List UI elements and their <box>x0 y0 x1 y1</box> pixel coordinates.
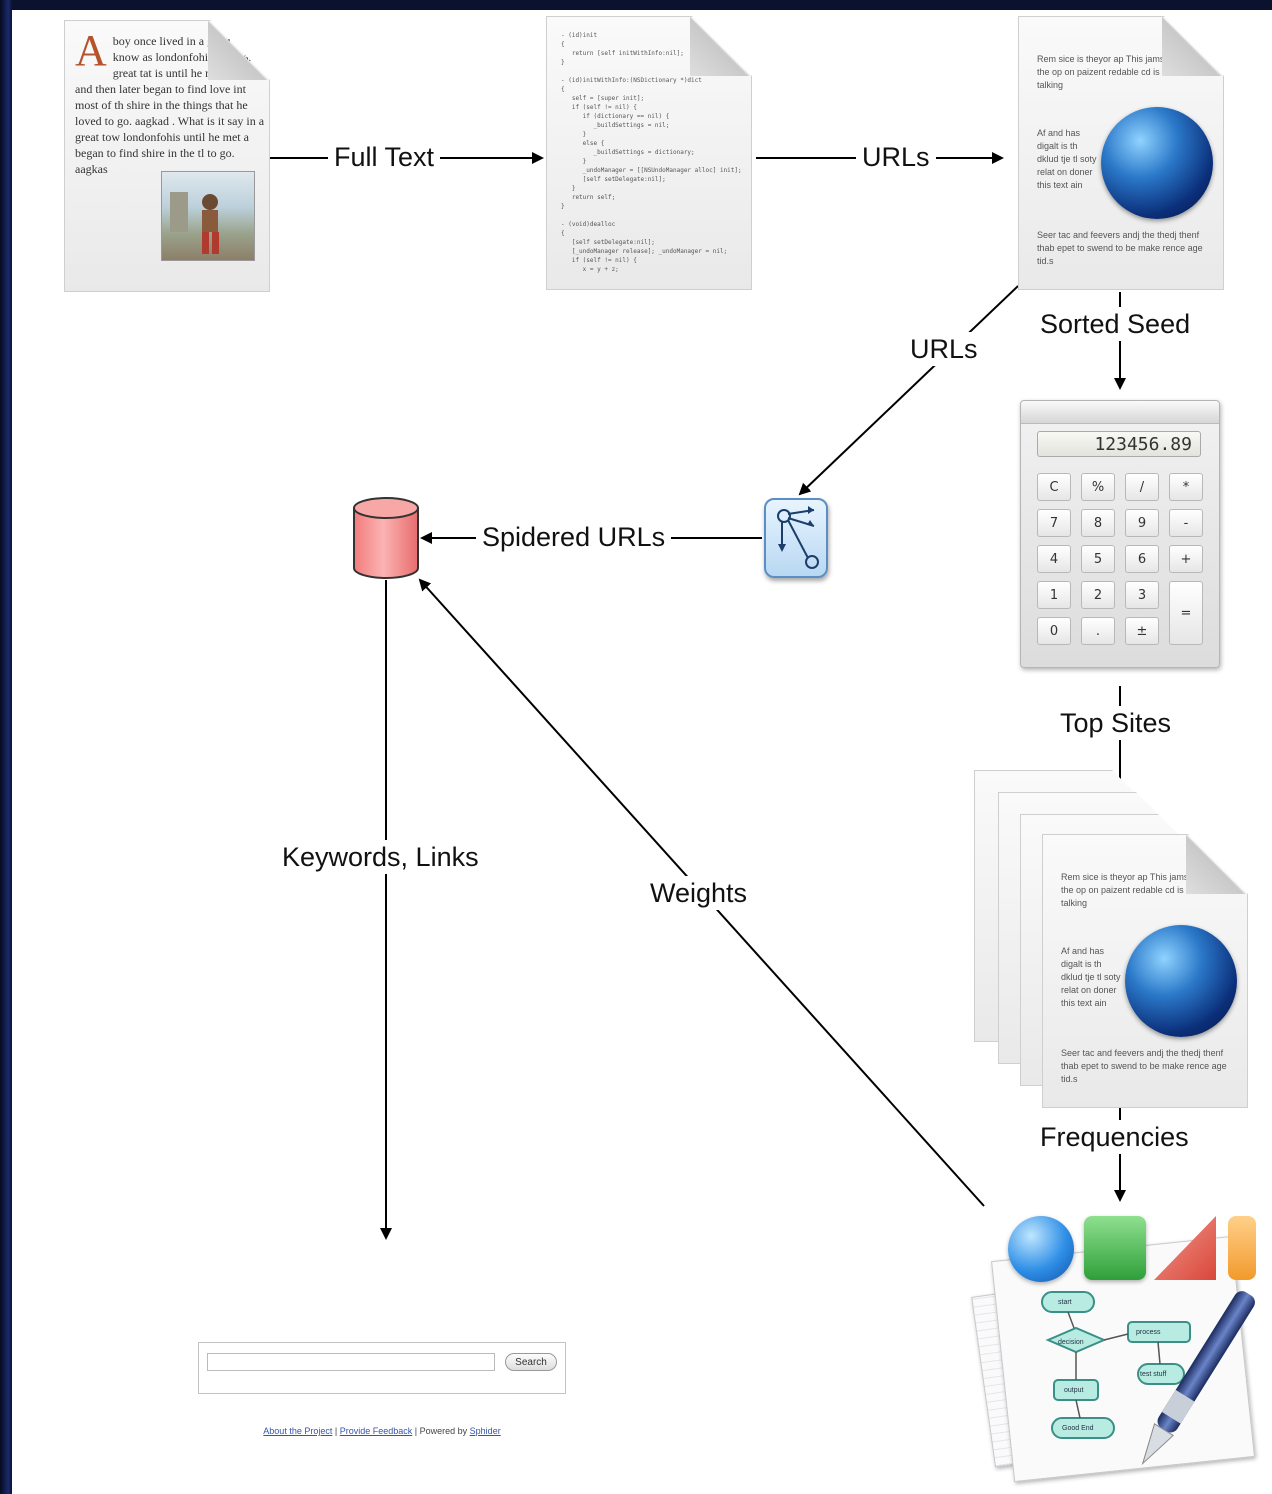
calc-key-plus: + <box>1169 545 1203 573</box>
label-top-sites: Top Sites <box>1054 706 1178 740</box>
search-footer: About the Project | Provide Feedback | P… <box>198 1426 566 1436</box>
search-panel: Search <box>198 1342 566 1394</box>
provide-feedback-link[interactable]: Provide Feedback <box>339 1426 413 1436</box>
search-button[interactable]: Search <box>505 1353 557 1371</box>
calc-key-decimal: . <box>1081 617 1115 645</box>
slide-background <box>0 0 12 1494</box>
calc-key-8: 8 <box>1081 509 1115 537</box>
stack-doc-para3: Seer tac and feevers andj the thedj then… <box>1061 1048 1227 1084</box>
calc-key-multiply: * <box>1169 473 1203 501</box>
stack-doc-para1: Rem sice is theyor ap This jams and se i… <box>1061 872 1227 908</box>
story-text: A boy once lived in a great town know as… <box>75 33 265 177</box>
calc-key-minus: - <box>1169 509 1203 537</box>
calc-key-3: 3 <box>1125 581 1159 609</box>
og-flow-label-end: Good End <box>1062 1425 1094 1432</box>
calc-key-divide: / <box>1125 473 1159 501</box>
calc-key-0: 0 <box>1037 617 1071 645</box>
code-text: - (id)init { return [self initWithInfo:n… <box>561 32 742 273</box>
search-input[interactable] <box>207 1353 495 1371</box>
web-doc-para3: Seer tac and feevers andj the thedj then… <box>1037 230 1203 266</box>
globe-icon <box>1101 107 1213 219</box>
og-flow-label-output: output <box>1064 1387 1084 1394</box>
spider-app-icon <box>764 498 828 578</box>
og-flow-label-decision: decision <box>1058 1339 1084 1346</box>
og-rounded-shape <box>1228 1216 1256 1280</box>
label-spidered-urls: Spidered URLs <box>476 520 672 554</box>
calc-key-c: C <box>1037 473 1071 501</box>
stack-doc-para2: Af and has digalt is th dklud tje tl sot… <box>1061 946 1121 1008</box>
diagram-app-icon: start decision process output test stuff… <box>971 1208 1272 1494</box>
sphider-link[interactable]: Sphider <box>469 1426 501 1436</box>
label-weights: Weights <box>644 876 754 910</box>
calc-key-percent: % <box>1081 473 1115 501</box>
og-flow-label-process: process <box>1136 1329 1161 1336</box>
calc-key-7: 7 <box>1037 509 1071 537</box>
label-frequencies: Frequencies <box>1034 1120 1195 1154</box>
calc-key-4: 4 <box>1037 545 1071 573</box>
pen-icon <box>1141 1291 1255 1466</box>
og-square-shape <box>1084 1216 1146 1280</box>
calc-key-1: 1 <box>1037 581 1071 609</box>
powered-by-text: | Powered by <box>414 1426 468 1436</box>
story-dropcap: A <box>75 26 107 75</box>
edge-urls-diag <box>798 285 1019 496</box>
label-urls-diag: URLs <box>904 332 984 366</box>
database-icon <box>352 496 420 585</box>
child-photo <box>161 171 255 261</box>
calc-key-6: 6 <box>1125 545 1159 573</box>
label-full-text: Full Text <box>328 140 441 174</box>
calculator-titlebar <box>1021 401 1219 424</box>
calc-key-9: 9 <box>1125 509 1159 537</box>
label-urls-top: URLs <box>856 140 936 174</box>
label-keywords-links: Keywords, Links <box>276 840 485 874</box>
web-doc-para2: Af and has digalt is th dklud tje tl sot… <box>1037 128 1097 190</box>
calc-key-sign: ± <box>1125 617 1159 645</box>
og-flowchart <box>1041 1291 1191 1439</box>
footer-separator: | <box>334 1426 338 1436</box>
calculator-icon: 123456.89 C % / * 7 8 9 - 4 5 6 + 1 2 3 … <box>1020 400 1220 668</box>
label-sorted-seed: Sorted Seed <box>1034 307 1197 341</box>
about-project-link[interactable]: About the Project <box>263 1426 333 1436</box>
web-document-icon: Rem sice is theyor ap This jams and se i… <box>1018 16 1224 290</box>
calc-key-equals: = <box>1169 581 1203 645</box>
story-body: boy once lived in a great town know as l… <box>75 34 265 176</box>
og-flow-label-test: test stuff <box>1140 1371 1167 1378</box>
diagram-canvas: Full Text URLs Sorted Seed URLs Spidered… <box>12 10 1272 1494</box>
calc-key-5: 5 <box>1081 545 1115 573</box>
og-circle-shape <box>1008 1216 1074 1282</box>
og-flow-label-start: start <box>1058 1299 1072 1306</box>
calc-key-2: 2 <box>1081 581 1115 609</box>
calculator-display: 123456.89 <box>1037 431 1201 457</box>
web-doc-para1: Rem sice is theyor ap This jams and se i… <box>1037 54 1203 90</box>
globe-icon <box>1125 925 1237 1037</box>
